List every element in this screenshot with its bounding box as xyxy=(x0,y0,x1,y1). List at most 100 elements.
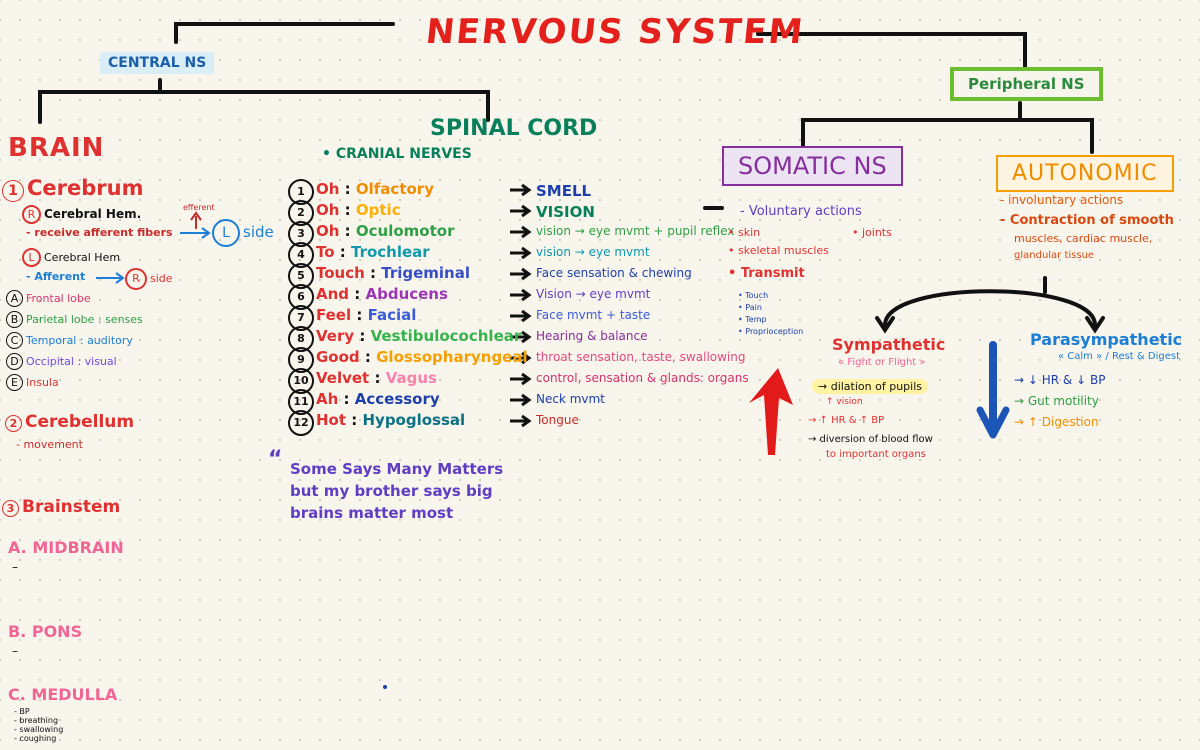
parasympathetic-label: Parasympathetic xyxy=(1030,330,1183,349)
brainstem-number: 3 xyxy=(2,500,19,517)
nerve-mnemonic: To xyxy=(316,243,335,261)
title-left-connector xyxy=(174,22,395,44)
brain-label: BRAIN xyxy=(8,133,105,163)
sympathetic-label: Sympathetic xyxy=(832,335,946,354)
medulla-item: - BP xyxy=(14,707,30,716)
nerve-row: Oh : Oculomotor xyxy=(316,222,455,240)
nerve-name: Abducens xyxy=(365,285,448,303)
nerve-row: Oh : Olfactory xyxy=(316,180,434,198)
nerve-name: Vestibulocochlear xyxy=(370,327,522,345)
pons-dash: – xyxy=(12,644,18,658)
cranial-number-column: 1 2 3 4 5 6 7 8 9 10 11 12 xyxy=(288,179,314,436)
lobe-text: Insula xyxy=(26,376,59,389)
central-ns-label: CENTRAL NS xyxy=(100,52,215,74)
lobe-text: Temporal : auditory xyxy=(26,334,133,347)
nerve-row: Feel : Facial xyxy=(316,306,417,324)
r-circle-2: R xyxy=(125,268,147,290)
side-label: side xyxy=(243,223,274,241)
somatic-joints: • joints xyxy=(852,226,892,239)
cranial-mnemonic-column: Oh : Olfactory Oh : Optic Oh : Oculomoto… xyxy=(316,180,528,432)
red-up-arrow xyxy=(749,368,793,455)
nerve-function: Neck mvmt xyxy=(536,392,605,406)
somatic-skin: • skin xyxy=(728,226,761,239)
nerve-number-row: 11 xyxy=(288,389,314,415)
afferent-fibers-note: - receive afferent fibers xyxy=(26,226,173,239)
nerve-mnemonic: Velvet xyxy=(316,369,370,387)
l-circle: L xyxy=(212,219,240,247)
nerve-number-row: 2 xyxy=(288,200,314,226)
autonomic-contraction-3: glandular tissue xyxy=(1014,250,1095,261)
mnemonic-line: brains matter most xyxy=(290,504,454,522)
transmit-item: • Proprioception xyxy=(738,327,804,336)
parasympathetic-digestion: → ↑ Digestion xyxy=(1014,415,1099,429)
mnemonic-line: Some Says Many Matters xyxy=(290,460,504,478)
nerve-function: Tongue xyxy=(536,413,579,427)
sympathetic-arrowhead xyxy=(875,316,895,334)
sympathetic-sub: « Fight or Flight » xyxy=(838,357,926,368)
nerve-name: Trigeminal xyxy=(381,264,470,282)
nerve-number-row: 8 xyxy=(288,326,314,352)
left-hemisphere-label: Cerebral Hem xyxy=(44,251,121,264)
lobe-letter: A xyxy=(6,290,23,307)
nerve-name: Facial xyxy=(367,306,417,324)
sympathetic-blood-flow: → diversion of blood flow xyxy=(808,434,933,445)
peripheral-right-branch xyxy=(1018,118,1094,154)
nerve-row: Very : Vestibulocochlear xyxy=(316,327,522,345)
efferent-note: efferent xyxy=(183,203,215,212)
nerve-number: 12 xyxy=(288,410,314,436)
somatic-transmit: • Transmit xyxy=(728,266,805,281)
nerve-function: control, sensation & glands: organs xyxy=(536,371,749,385)
nerve-function: Face sensation & chewing xyxy=(536,266,692,280)
brainstem-label: Brainstem xyxy=(22,497,121,517)
autonomic-contraction-1: - Contraction of smooth xyxy=(1000,213,1174,228)
lobe-text: Parietal lobe : senses xyxy=(26,313,143,326)
somatic-voluntary: - Voluntary actions xyxy=(740,204,862,219)
nerve-function: SMELL xyxy=(536,182,592,200)
nerve-mnemonic: Ah xyxy=(316,390,339,408)
sympathetic-hr-bp: → ↑ HR & ↑ BP xyxy=(808,415,885,426)
cerebellum-label: Cerebellum xyxy=(25,412,135,432)
mnemonic-line: but my brother says big xyxy=(290,482,493,500)
autonomic-split-curve xyxy=(883,289,1097,327)
cerebrum-arrows xyxy=(96,211,211,284)
central-branch xyxy=(38,90,490,124)
cranial-nerves-label: • CRANIAL NERVES xyxy=(322,146,472,162)
nerve-number-row: 7 xyxy=(288,305,314,331)
nerve-name: Glossopharyngeal xyxy=(376,348,528,366)
lobe-text: Occipital : visual xyxy=(26,355,117,368)
nerve-function: Vision → eye mvmt xyxy=(536,287,651,301)
nerve-name: Hypoglossal xyxy=(362,411,466,429)
transmit-item: • Touch xyxy=(738,291,769,300)
nerve-row: Oh : Optic xyxy=(316,201,401,219)
transmit-item: • Temp xyxy=(738,315,767,324)
nerve-mnemonic: Good xyxy=(316,348,360,366)
nerve-number-row: 4 xyxy=(288,242,314,268)
transmit-item: • Pain xyxy=(738,303,762,312)
nerve-row: Hot : Hypoglossal xyxy=(316,411,466,429)
spinal-cord-label: SPINAL CORD xyxy=(430,116,598,141)
sympathetic-vision: ↑ vision xyxy=(826,397,863,407)
nerve-row: Good : Glossopharyngeal xyxy=(316,348,528,366)
cerebellum-number: 2 xyxy=(5,415,22,432)
parasympathetic-hr-bp: → ↓ HR & ↓ BP xyxy=(1014,373,1106,387)
nerve-row: Velvet : Vagus xyxy=(316,369,437,387)
pons-label: B. PONS xyxy=(8,622,83,641)
medulla-list: - BP - breathing - swallowing - coughing xyxy=(14,707,63,743)
sympathetic-organs: to important organs xyxy=(826,449,926,460)
nerve-mnemonic: Oh xyxy=(316,180,340,198)
mnemonic-sentence: Some Says Many Matters but my brother sa… xyxy=(290,458,503,524)
transmit-list: • Touch • Pain • Temp • Proprioception xyxy=(738,290,803,338)
nerve-mnemonic: And xyxy=(316,285,350,303)
somatic-muscles: • skeletal muscles xyxy=(728,244,829,257)
nerve-mnemonic: Oh xyxy=(316,222,340,240)
